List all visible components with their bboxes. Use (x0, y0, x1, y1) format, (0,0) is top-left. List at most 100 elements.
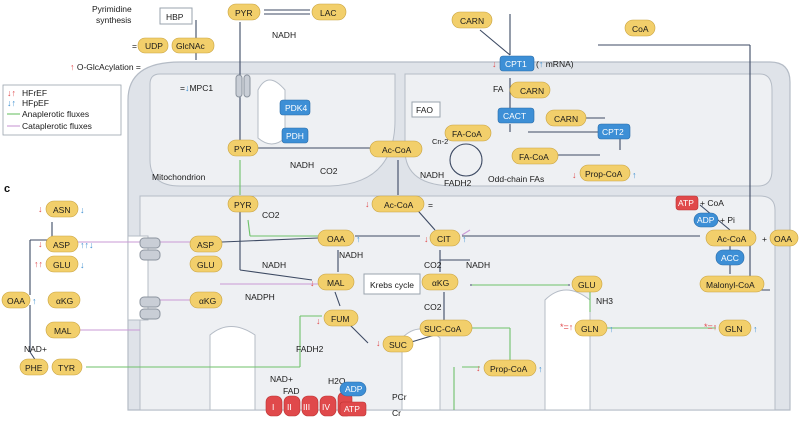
hbp-label: HBP (166, 12, 184, 22)
crista-4 (544, 289, 591, 411)
oaa-cyto-node[interactable] (769, 229, 799, 247)
legend-hfpef-arrows: ↓↑ (7, 98, 16, 108)
glu-left-node[interactable] (45, 255, 79, 273)
accoa-cyto-node[interactable] (705, 229, 757, 247)
cataplerotic-arrows (70, 229, 471, 331)
asp-left-label: ASP (53, 240, 70, 250)
co2-idh: CO2 (424, 260, 442, 270)
suc-node[interactable] (382, 335, 414, 353)
plus-label: + (762, 234, 767, 244)
pdh-enzyme[interactable] (281, 127, 309, 144)
pyr-low-node[interactable] (227, 195, 259, 213)
coa-top-node[interactable] (624, 19, 656, 37)
udp-node[interactable] (137, 37, 169, 54)
lac-node[interactable] (311, 3, 347, 21)
prop-coa-low-node[interactable] (483, 359, 537, 377)
crista-5 (209, 326, 256, 411)
akg-left-node[interactable] (47, 291, 81, 309)
co2-pdh: CO2 (320, 166, 338, 176)
anaplerotic-arrows (86, 160, 716, 410)
co2-pc: CO2 (262, 210, 280, 220)
complex-3[interactable] (301, 395, 319, 417)
propcoa-hfref: ↓ (572, 170, 577, 180)
cit-node[interactable] (429, 229, 461, 247)
acc-node[interactable] (715, 249, 745, 266)
carn-right-node[interactable] (545, 109, 587, 127)
krebs-box (363, 273, 421, 295)
complex-2[interactable] (283, 395, 301, 417)
fum-node[interactable] (323, 309, 359, 327)
carn-right-label: CARN (554, 114, 578, 124)
adp-top-node[interactable] (693, 212, 719, 228)
glu-right-node[interactable] (571, 275, 603, 293)
legend-cataplerotic: Cataplerotic fluxes (22, 121, 92, 131)
accoa-low-node[interactable] (371, 195, 425, 213)
malonyl-coa-label: Malonyl-CoA (706, 280, 755, 290)
nadplus-left: NAD+ (24, 344, 47, 354)
asp-left-node[interactable] (45, 235, 79, 253)
cpt1-enzyme[interactable] (499, 55, 535, 72)
complex-2-label: II (287, 402, 292, 412)
adp-top-label: ADP (697, 215, 715, 225)
gln-right-label: GLN (581, 324, 598, 334)
akg-left-label: αKG (56, 296, 73, 306)
carn-top-node[interactable] (451, 11, 493, 29)
accoa-low-label: Ac-CoA (384, 200, 414, 210)
cact-enzyme[interactable] (497, 107, 535, 124)
pyr-top-node[interactable] (227, 3, 261, 21)
mpc-transporter (235, 74, 251, 98)
oaa-cyto-label: OAA (774, 234, 792, 244)
phe-node[interactable] (19, 358, 49, 376)
tyr-node[interactable] (51, 358, 83, 376)
accoa-low-hfref: ↓ (365, 199, 370, 209)
carn-mid-node[interactable] (509, 81, 551, 99)
gln-right-node[interactable] (574, 319, 608, 337)
pdh-label: PDH (286, 131, 304, 141)
glcnac-node[interactable] (171, 37, 215, 54)
krebs-label: Krebs cycle (370, 280, 414, 290)
suc-coa-node[interactable] (419, 319, 473, 337)
asn-node[interactable] (45, 200, 79, 218)
malonyl-coa-node[interactable] (699, 275, 765, 293)
gln-far-node[interactable] (718, 319, 752, 337)
asp-left-hfref: ↓ (38, 239, 43, 249)
fa-coa-label: FA-CoA (452, 129, 482, 139)
cn2-label: Cn-2 (432, 137, 448, 146)
asp-mito-node[interactable] (189, 235, 223, 253)
atp-low-label: ATP (344, 404, 360, 414)
fa-coa2-node[interactable] (511, 147, 559, 165)
complex-4[interactable] (319, 395, 337, 417)
cpt1-label: CPT1 (505, 59, 527, 69)
oaa-krebs-node[interactable] (317, 229, 355, 247)
upper-right-matrix (404, 73, 773, 187)
akg-krebs-node[interactable] (421, 273, 459, 291)
coa-top-label: CoA (632, 24, 649, 34)
lower-matrix (139, 195, 776, 411)
akg-mito-node[interactable] (189, 291, 223, 309)
tyr-label: TYR (58, 363, 75, 373)
fum-hfref: ↓ (316, 316, 321, 326)
complex-1[interactable] (265, 395, 283, 417)
propcoa-low-hfref: ↓ (476, 363, 481, 373)
asn-hfpef: ↓ (80, 205, 85, 215)
adp-low-node[interactable] (339, 381, 367, 397)
accoa-mito-node[interactable] (369, 140, 423, 158)
odd-chain-label: Odd-chain FAs (488, 174, 544, 184)
fa-coa-node[interactable] (444, 124, 492, 142)
mal-left-node[interactable] (45, 321, 81, 339)
pdk4-enzyme[interactable] (279, 99, 311, 116)
legend: ↓↑ ↓↑ HFrEF HFpEF Anaplerotic fluxes Cat… (2, 84, 122, 136)
akg-krebs-label: αKG (432, 278, 449, 288)
fa-coa2-label: FA-CoA (519, 152, 549, 162)
udp-label: UDP (145, 41, 163, 51)
atp-top-node[interactable] (675, 195, 699, 211)
glu-mito-node[interactable] (189, 255, 223, 273)
fad-etc: FAD (283, 386, 300, 396)
cpt2-enzyme[interactable] (597, 123, 631, 140)
atp-low-node[interactable] (339, 401, 367, 417)
prop-coa-node[interactable] (579, 164, 631, 182)
mpc1-label: =↓MPC1 (180, 83, 213, 93)
pyr-mito-node[interactable] (227, 139, 259, 157)
mal-krebs-node[interactable] (317, 273, 355, 291)
oaa-left-node[interactable] (1, 291, 31, 309)
